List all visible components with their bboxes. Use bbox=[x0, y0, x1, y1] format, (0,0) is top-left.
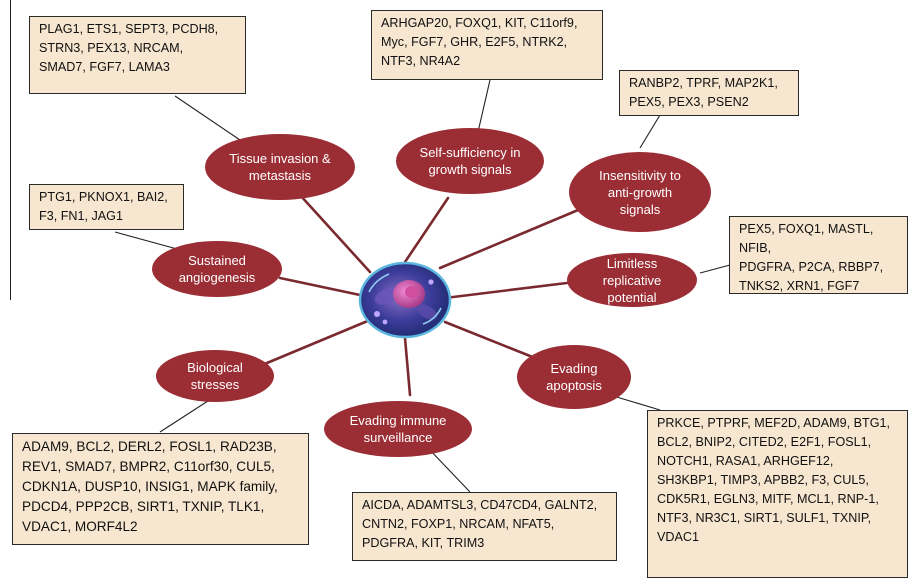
hallmark-apoptosis: Evading apoptosis bbox=[517, 345, 631, 409]
gene-box-tissue-invasion: PLAG1, ETS1, SEPT3, PCDH8, STRN3, PEX13,… bbox=[29, 16, 246, 94]
leader-immune bbox=[427, 447, 471, 493]
leader-self-sufficiency bbox=[477, 79, 491, 133]
spoke-immune bbox=[403, 336, 412, 397]
spoke-self-sufficiency bbox=[403, 196, 450, 264]
gene-box-biological-stresses: ADAM9, BCL2, DERL2, FOSL1, RAD23B, REV1,… bbox=[12, 433, 309, 545]
gene-box-immune: AICDA, ADAMTSL3, CD47CD4, GALNT2, CNTN2,… bbox=[352, 492, 617, 561]
hallmark-tissue-invasion: Tissue invasion & metastasis bbox=[205, 134, 355, 200]
hallmark-immune: Evading immune surveillance bbox=[324, 401, 472, 457]
spoke-tissue-invasion bbox=[298, 193, 372, 274]
leader-insensitivity bbox=[639, 114, 661, 149]
spoke-angiogenesis bbox=[278, 276, 362, 297]
cell-icon bbox=[358, 261, 452, 339]
hallmark-self-sufficiency: Self-sufficiency in growth signals bbox=[396, 128, 544, 194]
spoke-biological-stresses bbox=[253, 318, 372, 370]
left-divider-line bbox=[10, 0, 11, 300]
leader-replicative bbox=[699, 264, 731, 274]
leader-tissue-invasion bbox=[174, 95, 241, 141]
spoke-insensitivity bbox=[438, 203, 592, 270]
gene-box-apoptosis: PRKCE, PTPRF, MEF2D, ADAM9, BTG1, BCL2, … bbox=[647, 410, 908, 578]
hallmark-angiogenesis: Sustained angiogenesis bbox=[152, 241, 282, 297]
spokes bbox=[253, 193, 592, 397]
hallmark-insensitivity: Insensitivity to anti-growth signals bbox=[569, 152, 711, 232]
gene-box-replicative: PEX5, FOXQ1, MASTL, NFIB, PDGFRA, P2CA, … bbox=[729, 216, 908, 294]
hallmark-replicative: Limitless replicative potential bbox=[567, 253, 697, 307]
hallmark-biological-stresses: Biological stresses bbox=[156, 350, 274, 402]
gene-box-insensitivity: RANBP2, TPRF, MAP2K1, PEX5, PEX3, PSEN2 bbox=[619, 70, 799, 116]
spoke-apoptosis bbox=[443, 320, 542, 362]
gene-box-self-sufficiency: ARHGAP20, FOXQ1, KIT, C11orf9, Myc, FGF7… bbox=[371, 10, 603, 80]
spoke-replicative bbox=[443, 280, 577, 300]
gene-box-angiogenesis: PTG1, PKNOX1, BAI2, F3, FN1, JAG1 bbox=[29, 184, 184, 230]
